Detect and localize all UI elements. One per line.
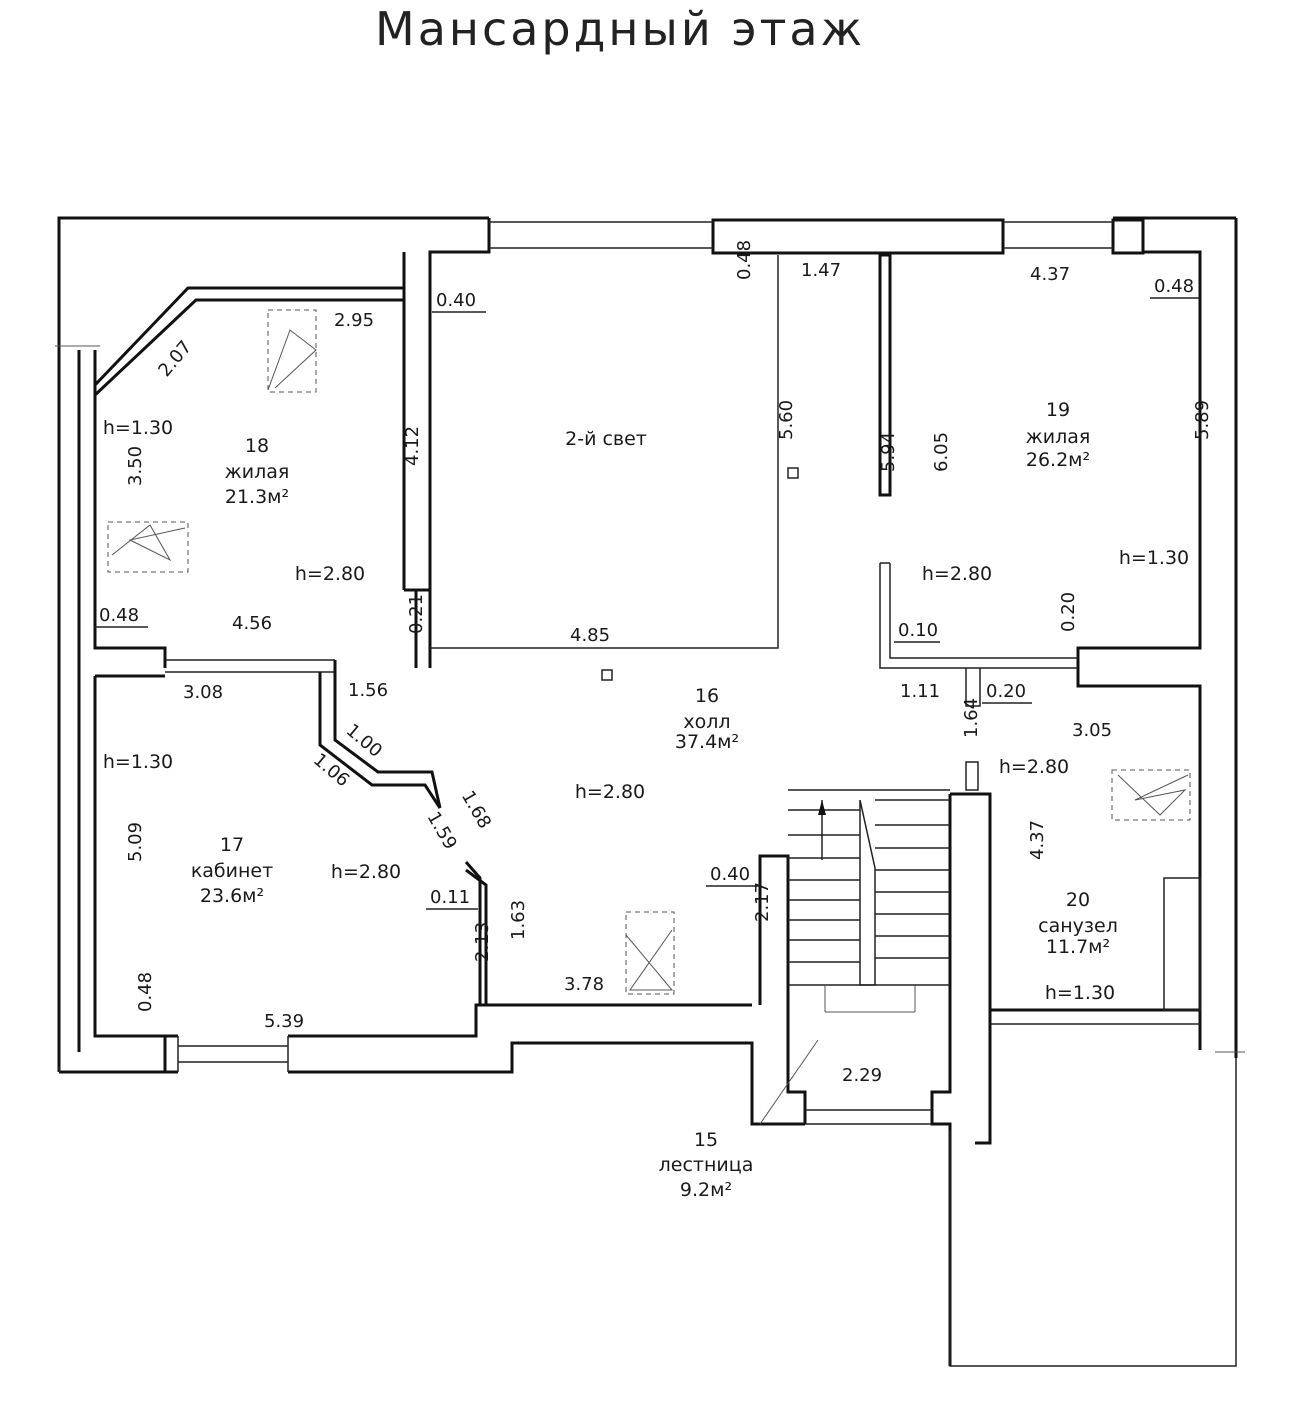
staircase [758, 789, 992, 1366]
room-16-label: 16 холл 37.4м² h=2.80 [575, 685, 739, 803]
dim-594: 5.94 [878, 432, 899, 472]
room-17-name: кабинет [191, 860, 273, 882]
dim-111: 1.11 [900, 681, 940, 702]
room-19-height-high: h=2.80 [922, 563, 992, 585]
room-20-height-low: h=1.30 [1045, 982, 1115, 1004]
dim-509: 5.09 [125, 822, 146, 862]
room-20-walls [965, 761, 1201, 1025]
room-17-height-high: h=2.80 [331, 861, 401, 883]
dim-010: 0.10 [898, 620, 938, 641]
room-18-name: жилая [225, 461, 290, 483]
dim-020-a: 0.20 [1058, 592, 1079, 632]
room-15-area: 9.2м² [680, 1179, 732, 1201]
room-18-walls [77, 286, 432, 1052]
room-16-number: 16 [695, 685, 719, 707]
room-19-area: 26.2м² [1026, 449, 1090, 471]
dim-412: 4.12 [402, 426, 423, 466]
plan-title: Мансардный этаж [375, 2, 865, 56]
room-20-name: санузел [1038, 915, 1118, 937]
room-15-name: лестница [659, 1154, 754, 1176]
dim-456: 4.56 [232, 613, 272, 634]
dim-040-top: 0.40 [436, 290, 476, 311]
room-19-walls [878, 253, 1078, 707]
dim-156: 1.56 [348, 680, 388, 701]
dim-048-room18: 0.48 [99, 605, 139, 626]
dimension-labels: 2.95 2.07 3.50 4.12 0.48 4.56 0.21 0.40 … [95, 240, 1213, 1086]
room-15-number: 15 [694, 1129, 718, 1151]
room-18-area: 21.3м² [225, 486, 289, 508]
room-18-height-high: h=2.80 [295, 563, 365, 585]
room-17-area: 23.6м² [200, 885, 264, 907]
dim-378: 3.78 [564, 974, 604, 995]
dim-048-top: 0.48 [734, 240, 755, 280]
room-17-walls [93, 660, 752, 1072]
void-label: 2-й свет [565, 428, 647, 450]
dim-437-top: 4.37 [1030, 264, 1070, 285]
dim-485: 4.85 [570, 625, 610, 646]
room-16-height: h=2.80 [575, 781, 645, 803]
dim-048-right: 0.48 [1154, 276, 1194, 297]
dim-229: 2.29 [842, 1065, 882, 1086]
dim-305: 3.05 [1072, 720, 1112, 741]
dim-295: 2.95 [334, 310, 374, 331]
room-17-height-low: h=1.30 [103, 751, 173, 773]
room-19-name: жилая [1026, 426, 1091, 448]
dim-437-right: 4.37 [1027, 820, 1048, 860]
dim-040-stair: 0.40 [710, 864, 750, 885]
dim-217: 2.17 [752, 882, 773, 922]
room-20-height-high: h=2.80 [999, 756, 1069, 778]
dim-021: 0.21 [406, 594, 427, 634]
columns [601, 467, 799, 681]
dim-011: 0.11 [430, 887, 470, 908]
dim-100: 1.00 [342, 720, 386, 762]
room-18-number: 18 [245, 435, 269, 457]
room-19-label: 19 жилая 26.2м² h=1.30 h=2.80 [922, 399, 1189, 585]
room-20-label: 20 санузел 11.7м² h=1.30 h=2.80 [999, 756, 1118, 1004]
extension-lines [55, 345, 1245, 1367]
dim-605: 6.05 [931, 432, 952, 472]
dim-159: 1.59 [423, 808, 461, 853]
room-19-number: 19 [1046, 399, 1070, 421]
dim-213: 2.13 [472, 922, 493, 962]
dim-207: 2.07 [154, 337, 196, 381]
dim-020-b: 0.20 [986, 681, 1026, 702]
dim-147: 1.47 [801, 260, 841, 281]
dim-106: 1.06 [309, 749, 353, 791]
dim-308: 3.08 [183, 682, 223, 703]
room-16-area: 37.4м² [675, 731, 739, 753]
void-walls [430, 255, 779, 649]
dim-350: 3.50 [125, 446, 146, 486]
room-20-number: 20 [1066, 889, 1090, 911]
dim-560: 5.60 [776, 400, 797, 440]
outer-walls [57, 216, 1238, 1126]
room-19-height-low: h=1.30 [1119, 547, 1189, 569]
skylights [107, 309, 1191, 995]
room-17-label: 17 кабинет 23.6м² h=1.30 h=2.80 [103, 751, 401, 907]
dim-589: 5.89 [1192, 400, 1213, 440]
dim-168: 1.68 [457, 787, 495, 832]
dim-539: 5.39 [264, 1011, 304, 1032]
dim-164: 1.64 [961, 698, 982, 738]
room-18-label: 18 жилая 21.3м² h=1.30 h=2.80 [103, 417, 365, 585]
room-20-area: 11.7м² [1046, 936, 1110, 958]
dim-048-bottom: 0.48 [135, 972, 156, 1012]
room-17-number: 17 [220, 834, 244, 856]
room-18-height-low: h=1.30 [103, 417, 173, 439]
room-16-name: холл [683, 711, 730, 733]
dim-163: 1.63 [508, 900, 529, 940]
room-15-label: 15 лестница 9.2м² [659, 1129, 754, 1201]
